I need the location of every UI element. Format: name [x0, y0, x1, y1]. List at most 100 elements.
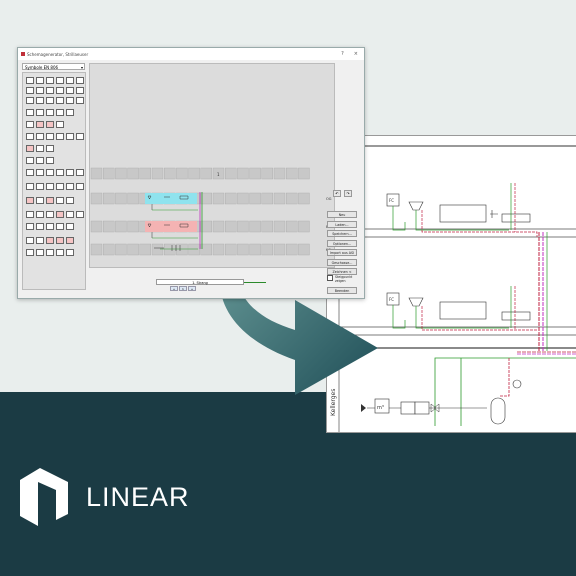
strang-field[interactable]: 1. Strang [156, 279, 244, 285]
schema-cell[interactable] [261, 220, 274, 233]
palette-symbol[interactable] [56, 87, 64, 94]
palette-symbol[interactable] [56, 249, 64, 256]
schema-canvas[interactable]: 1 OG EG KG [89, 63, 335, 268]
palette-symbol[interactable] [66, 197, 74, 204]
schema-cell[interactable] [102, 243, 115, 256]
palette-symbol[interactable] [36, 157, 44, 164]
palette-symbol[interactable] [66, 211, 74, 218]
palette-symbol[interactable] [46, 133, 54, 140]
schema-cell[interactable] [102, 220, 115, 233]
palette-symbol[interactable] [26, 223, 34, 230]
schema-cell[interactable] [285, 167, 298, 180]
palette-symbol[interactable] [36, 87, 44, 94]
schema-cell[interactable] [237, 243, 249, 256]
palette-symbol[interactable] [46, 109, 54, 116]
palette-symbol[interactable] [36, 223, 44, 230]
schema-cell[interactable] [200, 167, 213, 180]
palette-symbol[interactable] [26, 109, 34, 116]
schema-cell[interactable] [249, 243, 261, 256]
schema-cell[interactable] [200, 220, 213, 233]
load-button[interactable]: Laden... [327, 220, 357, 228]
schema-cell[interactable] [249, 220, 261, 233]
schema-cell[interactable] [102, 192, 115, 205]
palette-symbol[interactable] [26, 145, 34, 152]
palette-symbol[interactable] [66, 169, 74, 176]
schema-cell[interactable] [139, 243, 151, 256]
palette-symbol[interactable] [36, 121, 44, 128]
schema-cell[interactable] [200, 192, 213, 205]
palette-symbol[interactable] [46, 197, 54, 204]
nav-remove-button[interactable]: + [188, 286, 196, 291]
palette-symbol[interactable] [26, 97, 34, 104]
schema-cell[interactable] [102, 167, 115, 180]
palette-symbol[interactable] [46, 223, 54, 230]
schema-cell[interactable] [176, 243, 188, 256]
schema-cell[interactable] [224, 243, 237, 256]
schema-cell[interactable] [273, 167, 286, 180]
palette-symbol[interactable] [46, 97, 54, 104]
palette-symbol[interactable] [46, 169, 54, 176]
palette-symbol[interactable] [36, 109, 44, 116]
nav-page[interactable]: 1 [179, 286, 187, 291]
schema-cell[interactable] [298, 192, 310, 205]
schema-cell[interactable] [151, 243, 164, 256]
palette-symbol[interactable] [56, 211, 64, 218]
schema-cell[interactable] [127, 192, 139, 205]
import-asi-button[interactable]: Import aus ASI [327, 249, 357, 256]
palette-symbol[interactable] [66, 183, 74, 190]
palette-symbol[interactable] [76, 87, 84, 94]
schema-cell[interactable] [224, 167, 237, 180]
palette-symbol[interactable] [76, 133, 84, 140]
palette-symbol[interactable] [36, 97, 44, 104]
palette-symbol[interactable] [46, 87, 54, 94]
palette-symbol[interactable] [26, 121, 34, 128]
palette-symbol[interactable] [36, 169, 44, 176]
palette-symbol[interactable] [46, 183, 54, 190]
palette-symbol[interactable] [26, 77, 34, 84]
schema-cell[interactable] [298, 243, 310, 256]
palette-symbol[interactable] [66, 87, 74, 94]
schema-cell[interactable] [176, 167, 188, 180]
palette-symbol[interactable] [26, 249, 34, 256]
schema-cell[interactable] [298, 220, 310, 233]
schema-cell[interactable] [249, 167, 261, 180]
schema-cell[interactable] [298, 167, 310, 180]
schema-cell[interactable] [237, 192, 249, 205]
palette-symbol[interactable] [26, 183, 34, 190]
schema-cell[interactable] [261, 243, 274, 256]
schema-cell[interactable] [163, 243, 176, 256]
palette-symbol[interactable] [66, 109, 74, 116]
schema-cell[interactable] [115, 167, 127, 180]
palette-symbol[interactable] [66, 97, 74, 104]
palette-symbol[interactable] [46, 145, 54, 152]
schema-cell[interactable] [212, 192, 225, 205]
schema-cell[interactable] [285, 220, 298, 233]
palette-symbol[interactable] [56, 77, 64, 84]
schema-cell[interactable] [212, 243, 225, 256]
undo-button[interactable]: ↶ [333, 190, 341, 197]
schema-cell[interactable] [237, 167, 249, 180]
palette-symbol[interactable] [46, 237, 54, 244]
palette-symbol[interactable] [56, 97, 64, 104]
palette-symbol[interactable] [36, 77, 44, 84]
schema-cell[interactable] [139, 167, 151, 180]
schema-cell[interactable] [188, 167, 200, 180]
palette-symbol[interactable] [36, 197, 44, 204]
palette-symbol[interactable] [66, 133, 74, 140]
palette-symbol[interactable] [26, 87, 34, 94]
schema-cell[interactable] [115, 243, 127, 256]
palette-symbol[interactable] [66, 249, 74, 256]
palette-symbol[interactable] [56, 109, 64, 116]
schema-cell[interactable] [90, 243, 103, 256]
schema-cell[interactable] [127, 243, 139, 256]
floors-button[interactable]: Geschosse... [327, 258, 357, 266]
palette-symbol[interactable] [46, 211, 54, 218]
schema-cell[interactable] [127, 220, 139, 233]
save-button[interactable]: Speichern... [327, 230, 357, 237]
schema-cell[interactable] [224, 220, 237, 233]
palette-symbol[interactable] [76, 183, 84, 190]
schema-cell[interactable] [237, 220, 249, 233]
schema-cell[interactable] [163, 167, 176, 180]
palette-symbol[interactable] [56, 197, 64, 204]
palette-symbol[interactable] [76, 77, 84, 84]
